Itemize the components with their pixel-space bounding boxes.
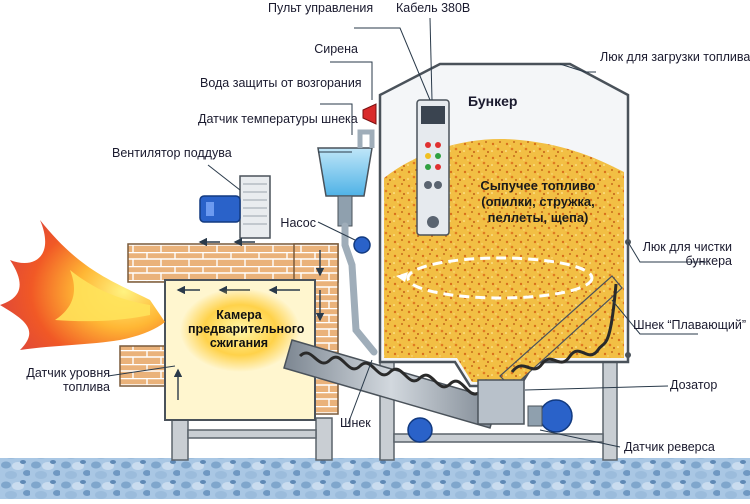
label-cable: Кабель 380В [396, 1, 471, 15]
label-remote-control: Пульт управления [268, 1, 374, 15]
auger-tube [283, 339, 499, 429]
label-prechamber: Камера предварительного сжигания [188, 308, 305, 350]
label-cleaning-hatch: Люк для чистки бункера [642, 240, 732, 268]
dispenser-device [407, 379, 573, 443]
label-floating-auger: Шнек “Плавающий” [633, 318, 746, 332]
water-tank [317, 147, 373, 227]
label-bunker: Бункер [468, 93, 518, 109]
label-auger: Шнек [340, 416, 371, 430]
leader-lines [107, 17, 706, 448]
label-water-protection: Вода защиты от возгорания [200, 76, 362, 90]
siren-device [362, 103, 377, 125]
label-blower-fan: Вентилятор поддува [112, 146, 232, 160]
label-dispenser: Дозатор [670, 378, 718, 392]
label-pump: Насос [280, 216, 316, 230]
water-pipe [341, 222, 378, 356]
control-panel-device [416, 99, 450, 236]
label-load-hatch: Люк для загрузки топлива [600, 50, 750, 64]
label-siren: Сирена [314, 42, 358, 56]
pump-device [353, 236, 371, 254]
label-reverse-sensor: Датчик реверса [624, 440, 715, 454]
prechamber-glow [180, 288, 300, 372]
fan-device [199, 175, 271, 239]
label-fuel-level-sensor: Датчик уровня топлива [26, 366, 110, 394]
label-auger-temp-sensor: Датчик температуры шнека [198, 112, 358, 126]
label-bulk-fuel: Сыпучее топливо (опилки, стружка, пеллет… [480, 178, 596, 225]
swirl-arrow [406, 256, 594, 300]
ground-gravel [0, 458, 750, 499]
